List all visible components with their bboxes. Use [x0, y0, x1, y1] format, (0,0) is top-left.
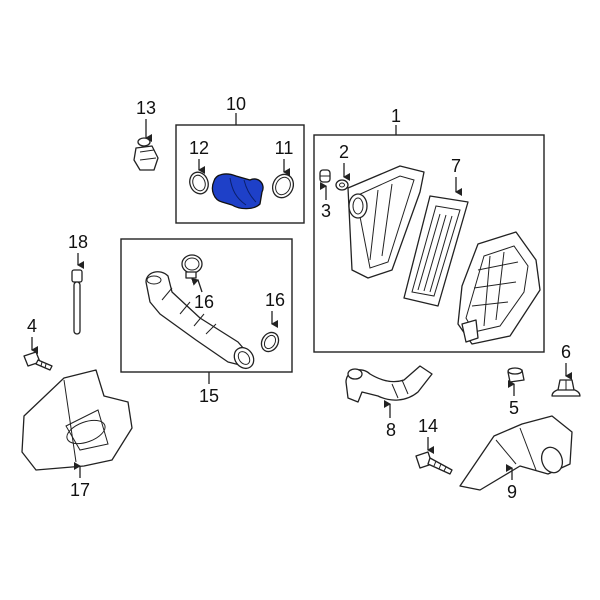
callout-3[interactable]: 3: [321, 201, 331, 221]
callout-11[interactable]: 11: [275, 138, 294, 158]
hose-part-8[interactable]: [345, 365, 433, 403]
callout-17[interactable]: 17: [70, 480, 90, 500]
callout-7[interactable]: 7: [451, 156, 461, 176]
callout-18[interactable]: 18: [68, 232, 88, 252]
callout-15[interactable]: 15: [199, 386, 219, 406]
callout-10[interactable]: 10: [226, 94, 246, 114]
air-box-upper-cover[interactable]: [457, 231, 541, 345]
callout-12[interactable]: 12: [189, 138, 209, 158]
group-box-10: [175, 113, 305, 224]
push-pin-part-6[interactable]: [551, 379, 581, 397]
callout-16-right[interactable]: 16: [265, 290, 285, 310]
callout-6[interactable]: 6: [561, 342, 571, 362]
callout-1[interactable]: 1: [391, 106, 401, 126]
bolt-part-4[interactable]: [23, 351, 53, 371]
intake-duct[interactable]: [145, 271, 258, 372]
callout-2[interactable]: 2: [339, 142, 349, 162]
air-filter-part-7[interactable]: [403, 195, 469, 307]
callout-14[interactable]: 14: [418, 416, 438, 436]
callout-9[interactable]: 9: [507, 482, 517, 502]
callout-16-top[interactable]: 16: [194, 292, 214, 312]
clamp-part-11[interactable]: [269, 171, 297, 201]
air-deflector-part-17[interactable]: [21, 369, 133, 471]
clamp-part-12[interactable]: [187, 170, 211, 197]
clamp-part-16-right[interactable]: [258, 329, 282, 354]
clamp-part-16-top[interactable]: [181, 254, 203, 279]
group-box-15: [120, 238, 293, 384]
callout-13[interactable]: 13: [136, 98, 156, 118]
sensor-part-13[interactable]: [133, 137, 159, 171]
group-box-1: [313, 125, 545, 353]
screw-part-14[interactable]: [415, 451, 453, 475]
pin-part-3[interactable]: [319, 169, 331, 183]
drain-tube-part-18[interactable]: [71, 269, 83, 335]
grommet-part-2[interactable]: [335, 179, 349, 191]
grommet-part-5[interactable]: [507, 367, 525, 383]
callout-5[interactable]: 5: [509, 398, 519, 418]
callout-8[interactable]: 8: [386, 420, 396, 440]
air-box-lower-housing[interactable]: [347, 165, 425, 279]
callout-4[interactable]: 4: [27, 316, 37, 336]
intake-hose-highlighted[interactable]: [211, 173, 264, 210]
duct-part-9[interactable]: [459, 415, 573, 491]
